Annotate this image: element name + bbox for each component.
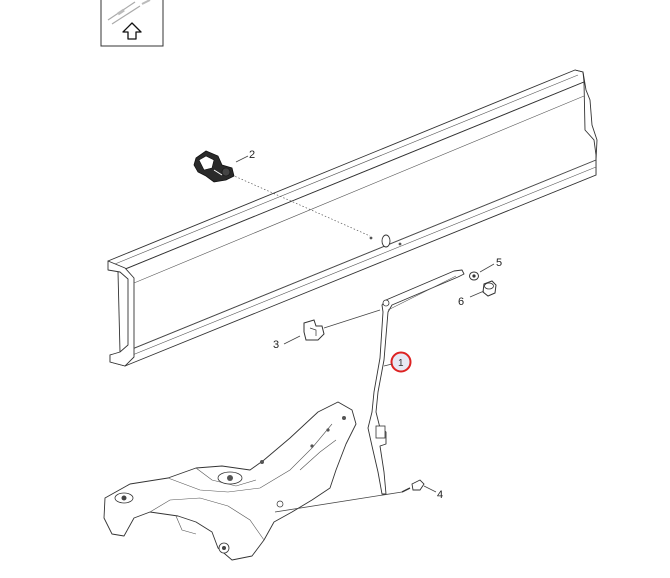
callout-6[interactable]: 6 xyxy=(458,296,464,308)
front-subframe xyxy=(103,401,357,561)
callout-3[interactable]: 3 xyxy=(273,339,279,351)
front-orientation-indicator[interactable] xyxy=(100,0,164,47)
front-arrow-icon xyxy=(122,22,142,40)
part-6-bushing[interactable] xyxy=(482,280,497,297)
sensor-locating-line xyxy=(231,174,371,237)
callout-2[interactable]: 2 xyxy=(249,149,255,161)
callout-1: 1 xyxy=(398,358,404,369)
vehicle-silhouette-icon xyxy=(107,0,151,25)
callout-5[interactable]: 5 xyxy=(496,257,502,269)
callout-4[interactable]: 4 xyxy=(437,489,443,501)
part-1-sensor-link-rod[interactable] xyxy=(367,269,465,495)
part-5-nut[interactable] xyxy=(469,271,479,281)
chassis-rail xyxy=(107,69,598,367)
part-2-level-sensor[interactable] xyxy=(193,150,235,183)
callout-1-highlight[interactable]: 1 xyxy=(390,351,412,373)
part-3-clip[interactable] xyxy=(303,319,325,341)
part-4-bolt[interactable] xyxy=(401,479,425,493)
